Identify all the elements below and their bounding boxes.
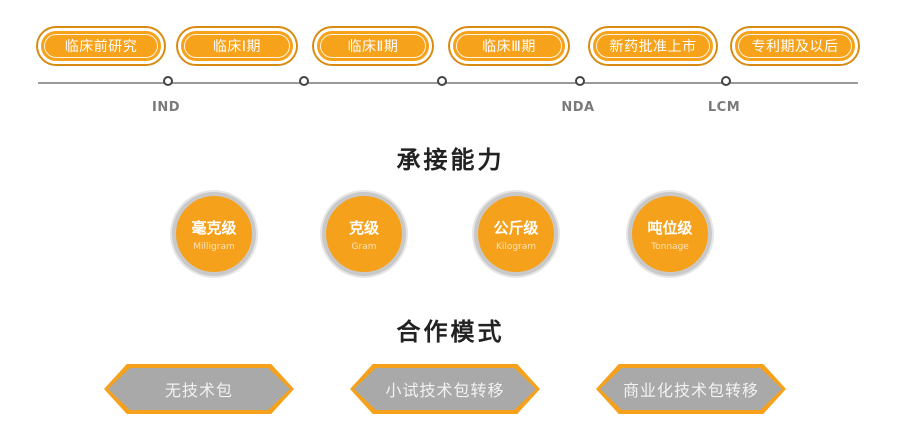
cooperation-title: 合作模式: [396, 318, 505, 346]
mode-pilot-transfer: 小试技术包转移: [350, 364, 540, 414]
stage-label: 临床Ⅱ期: [347, 39, 399, 55]
stage-label: 临床Ⅲ期: [482, 39, 536, 55]
timeline-node: [575, 76, 585, 86]
timeline-line: [38, 82, 858, 84]
stage-preclinical: 临床前研究: [38, 28, 164, 64]
scale-gram: 克级 Gram: [322, 192, 406, 276]
stage-label: 临床前研究: [64, 39, 138, 55]
scale-zh: 公斤级: [493, 218, 539, 237]
stage-row: 临床前研究 临床Ⅰ期 临床Ⅱ期 临床Ⅲ期 新药批准上市 专利期及以后: [0, 28, 901, 68]
stage-phase-1: 临床Ⅰ期: [178, 28, 296, 64]
stage-approval: 新药批准上市: [590, 28, 716, 64]
scale-tonnage: 吨位级 Tonnage: [628, 192, 712, 276]
milestone-nda: NDA: [561, 100, 595, 115]
timeline-node: [163, 76, 173, 86]
scale-en: Gram: [351, 241, 377, 252]
mode-label: 小试技术包转移: [385, 381, 505, 400]
scale-kilogram: 公斤级 Kilogram: [474, 192, 558, 276]
mode-no-tech-package: 无技术包: [104, 364, 294, 414]
scale-milligram: 毫克级 Milligram: [172, 192, 256, 276]
scale-en: Tonnage: [651, 241, 689, 252]
scale-zh: 毫克级: [191, 218, 237, 237]
timeline-node: [299, 76, 309, 86]
scale-zh: 克级: [348, 218, 379, 237]
scale-en: Kilogram: [495, 241, 537, 252]
stage-phase-3: 临床Ⅲ期: [450, 28, 568, 64]
stage-label: 新药批准上市: [609, 39, 697, 55]
stage-phase-2: 临床Ⅱ期: [314, 28, 432, 64]
scale-zh: 吨位级: [647, 218, 693, 237]
scale-en: Milligram: [193, 241, 235, 252]
mode-label: 商业化技术包转移: [622, 381, 759, 400]
stage-label: 临床Ⅰ期: [212, 39, 262, 55]
stage-patent: 专利期及以后: [732, 28, 858, 64]
timeline-node: [721, 76, 731, 86]
mode-commercial-transfer: 商业化技术包转移: [596, 364, 786, 414]
milestone-lcm: LCM: [707, 100, 741, 115]
mode-label: 无技术包: [164, 381, 233, 400]
milestone-ind: IND: [151, 100, 181, 115]
stage-label: 专利期及以后: [751, 39, 839, 55]
capability-title: 承接能力: [396, 146, 505, 174]
timeline-node: [437, 76, 447, 86]
